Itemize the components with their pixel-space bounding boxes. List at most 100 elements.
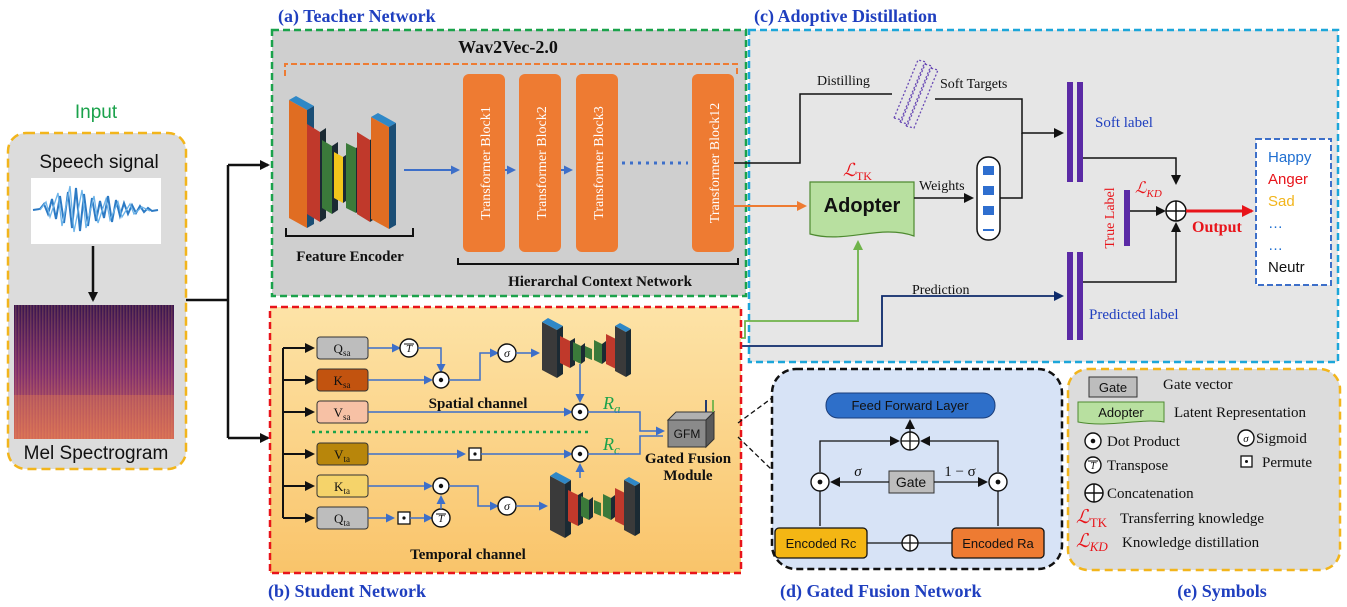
- gated-fusion-panel: (d) Gated Fusion Network Feed Forward La…: [770, 367, 1064, 602]
- output-concat-symbol: [1165, 200, 1187, 222]
- r-c-label: Rc: [602, 434, 620, 457]
- teacher-title: (a) Teacher Network: [278, 6, 436, 27]
- zoom-connectors: [737, 397, 773, 471]
- encoded-rc-label: Encoded Rc: [786, 536, 857, 551]
- symbol-permute-icon: [1240, 455, 1253, 468]
- input-panel: Input Speech signal Mel Spectrogram: [6, 102, 188, 471]
- predicted-label-bars: [1067, 252, 1083, 340]
- gfn-concat-top: [900, 431, 920, 451]
- output-label: Output: [1192, 219, 1242, 236]
- emotion-list-box: [1255, 138, 1332, 286]
- svg-text:Transformer Block12: Transformer Block12: [708, 103, 723, 223]
- ffl-label: Feed Forward Layer: [851, 398, 969, 413]
- gfn-dot-right: [988, 472, 1008, 492]
- wav2vec-bracket: [284, 63, 738, 76]
- symbol-transpose-text: Transpose: [1107, 458, 1168, 474]
- symbol-latent-text: Latent Representation: [1174, 405, 1307, 421]
- student-panel: (b) Student Network Qsa Ksa Vsa Vta Kta: [268, 305, 743, 602]
- emotion-item: Sad: [1268, 193, 1295, 210]
- svg-text:Transformer Block3: Transformer Block3: [592, 106, 607, 219]
- wav2vec-title: Wav2Vec-2.0: [458, 37, 558, 57]
- gated-fusion-label-2: Module: [663, 468, 713, 484]
- spatial-cnn-blocks: [542, 318, 631, 378]
- soft-targets-to-soft-label: [935, 98, 1064, 138]
- distilling-label: Distilling: [817, 74, 870, 89]
- emotion-item: …: [1268, 215, 1283, 232]
- mel-spectrogram-image: [14, 305, 174, 439]
- symbol-transferring-text: Transferring knowledge: [1120, 511, 1264, 527]
- spatial-channel-label: Spatial channel: [429, 396, 528, 412]
- symbol-gate-vector-text: Gate vector: [1163, 377, 1233, 393]
- transformer-block-3: Transformer Block3: [576, 74, 618, 252]
- weights-to-soft-label: [1000, 133, 1023, 199]
- symbol-permute-text: Permute: [1262, 455, 1312, 471]
- dot-op-temporal-qk: [432, 477, 450, 495]
- emotion-item: …: [1268, 237, 1283, 254]
- symbols-panel: (e) Symbols Gate Gate vector Adopter Lat…: [1066, 367, 1342, 602]
- speech-signal-label: Speech signal: [39, 152, 158, 173]
- temporal-cnn-blocks: [550, 472, 640, 538]
- svg-text:Qsa: Qsa: [334, 341, 351, 358]
- ffl-box: [825, 392, 996, 419]
- svg-text:σ: σ: [504, 346, 511, 360]
- svg-text:Transformer Block1: Transformer Block1: [479, 106, 494, 219]
- symbol-sigmoid-icon: σ: [1237, 429, 1255, 447]
- soft-targets-stack: [893, 59, 939, 129]
- transformer-block-2: Transformer Block2: [519, 74, 561, 252]
- symbol-dot-product-text: Dot Product: [1107, 434, 1181, 450]
- input-title: Input: [75, 102, 118, 123]
- hcn-label: Hierarchal Context Network: [508, 274, 693, 290]
- svg-text:Gate: Gate: [1099, 380, 1127, 395]
- transformer-block-12: Transformer Block12: [692, 74, 734, 252]
- transformer-block-1: Transformer Block1: [463, 74, 505, 252]
- symbol-concatenation-icon: [1084, 483, 1104, 503]
- svg-text:T: T: [406, 343, 413, 355]
- transpose-op-spatial: T: [399, 338, 419, 358]
- gfm-cube: GFM: [666, 410, 716, 449]
- predicted-label-text: Predicted label: [1089, 307, 1179, 323]
- sigmoid-op-temporal: σ: [497, 496, 517, 516]
- loss-tk-label: ℒTK: [843, 160, 872, 183]
- svg-text:Vsa: Vsa: [334, 405, 351, 422]
- k-ta-box: Kta: [316, 474, 369, 498]
- adopter-label: Adopter: [824, 195, 901, 217]
- symbol-ltk: ℒTK: [1076, 507, 1108, 530]
- v-ta-box: Vta: [316, 442, 369, 466]
- distilling-line: [734, 93, 892, 164]
- sigma-label: σ: [854, 464, 862, 480]
- symbol-adopter-box: [1077, 401, 1165, 425]
- soft-label-bars: [1067, 82, 1083, 182]
- svg-text:Qta: Qta: [334, 511, 350, 528]
- temporal-channel-label: Temporal channel: [410, 547, 526, 563]
- weights-label: Weights: [919, 179, 965, 194]
- k-sa-box: Ksa: [316, 368, 369, 392]
- q-sa-box: Qsa: [316, 336, 369, 360]
- emotion-item: Happy: [1268, 149, 1312, 166]
- svg-text:T: T: [438, 513, 445, 525]
- symbol-sigmoid-text: Sigmoid: [1256, 431, 1307, 447]
- gated-fusion-label-1: Gated Fusion: [645, 451, 732, 467]
- student-title: (b) Student Network: [268, 581, 426, 602]
- svg-text:σ: σ: [504, 499, 511, 513]
- svg-text:ℒTK: ℒTK: [843, 160, 872, 183]
- speech-waveform: [31, 178, 161, 244]
- true-label-text: True Label: [1103, 187, 1118, 248]
- one-minus-sigma-label: 1 − σ: [944, 464, 976, 480]
- svg-text:Adopter: Adopter: [1098, 405, 1144, 420]
- soft-label-text: Soft label: [1095, 115, 1153, 131]
- symbol-dot-product-icon: [1084, 432, 1102, 450]
- gate-label: Gate: [896, 474, 927, 490]
- symbol-gate-box: [1088, 376, 1138, 398]
- svg-text:ℒKD: ℒKD: [1135, 180, 1162, 200]
- sigmoid-op-spatial: σ: [497, 343, 517, 363]
- input-routing: [186, 160, 270, 443]
- feature-encoder-label: Feature Encoder: [296, 249, 404, 265]
- transpose-op-temporal: T: [431, 508, 451, 528]
- soft-label-to-concat: [1083, 157, 1181, 185]
- adopter-box: [809, 181, 915, 238]
- r-a-label: Ra: [602, 393, 621, 416]
- svg-text:Kta: Kta: [334, 479, 350, 496]
- feature-encoder-bracket: [285, 228, 414, 237]
